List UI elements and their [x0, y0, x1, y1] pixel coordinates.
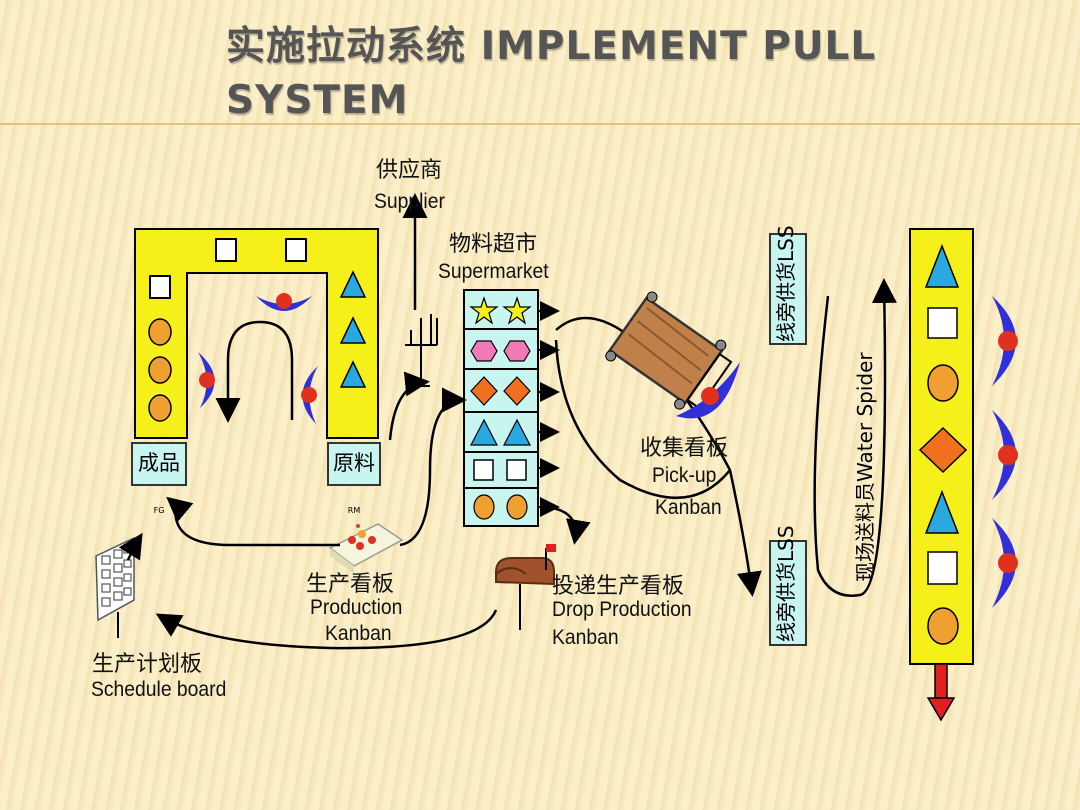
rm-to-fork-arrow [388, 371, 430, 441]
operator-icon [256, 293, 312, 311]
raw-material-box: 原料 RM [327, 442, 381, 515]
pickup-loop-arrow [554, 339, 731, 499]
operator-icon [992, 410, 1018, 500]
schedule-board-label-en: Schedule board [91, 678, 227, 701]
production-kanban-tray-icon [328, 523, 404, 574]
pickup-kanban-label-zh: 收集看板 [640, 436, 729, 461]
delivery-loop-arrow [555, 316, 762, 597]
cart-icon [605, 291, 733, 410]
production-kanban-label-zh: 生产看板 [306, 572, 395, 597]
rack-outflow-arrows [538, 301, 560, 517]
supermarket-rack [463, 289, 539, 527]
operator-icon [992, 296, 1018, 386]
supermarket-label-en: Supermarket [438, 260, 549, 283]
finished-goods-sub: FG [153, 506, 165, 516]
schedule-board-icon [95, 536, 135, 638]
finished-goods-box: 成品 FG [131, 442, 187, 515]
production-kanban-label-en2: Kanban [325, 622, 392, 645]
schedule-to-fg-arrow [118, 532, 143, 561]
lss-top-label: 线旁供货LSS [774, 225, 798, 342]
rack-to-mailbox-arrow [544, 505, 591, 545]
drop-kanban-label-zh: 投递生产看板 [552, 574, 685, 599]
raw-material-sub: RM [347, 506, 361, 516]
operator-icon [198, 352, 215, 408]
drop-kanban-label-en1: Drop Production [552, 598, 692, 621]
water-spider-label: 现场送料员Water Spider [853, 352, 877, 582]
title-line-1: 实施拉动系统 IMPLEMENT PULL [226, 24, 877, 69]
raw-material-label: 原料 [333, 451, 375, 475]
water-spider-loop-arrow [813, 278, 897, 597]
mailbox-icon [495, 544, 556, 630]
assembly-line [909, 228, 974, 665]
operator-icon [992, 518, 1018, 608]
fg-kanban-line [174, 504, 340, 547]
production-kanban-label-en1: Production [310, 596, 403, 619]
supplier-label-zh: 供应商 [376, 158, 443, 183]
kanban-to-rack-arrow [399, 387, 467, 547]
finished-goods-label: 成品 [138, 451, 180, 475]
operator-icon [301, 366, 318, 424]
schedule-board-label-zh: 生产计划板 [92, 652, 203, 677]
title-divider [0, 123, 1080, 125]
supermarket-label-zh: 物料超市 [449, 232, 538, 257]
output-arrow [926, 663, 956, 722]
mailbox-to-schedule-arrow [155, 609, 498, 650]
drop-kanban-label-en2: Kanban [552, 626, 619, 649]
cell-flow-arrow [215, 320, 294, 423]
slide-title: 实施拉动系统 IMPLEMENT PULL SYSTEM [226, 20, 986, 128]
supplier-label-en: Supplier [374, 190, 445, 213]
lss-box-top [769, 233, 807, 345]
lss-bottom-label: 线旁供货LSS [774, 525, 798, 642]
production-cell [134, 228, 379, 439]
lss-box-bottom [769, 540, 807, 646]
pickup-kanban-label-en1: Pick-up [652, 464, 717, 487]
operator-icon [676, 362, 740, 419]
forklift-icon [405, 314, 438, 387]
title-line-2: SYSTEM [226, 78, 409, 123]
pickup-kanban-label-en2: Kanban [655, 496, 722, 519]
